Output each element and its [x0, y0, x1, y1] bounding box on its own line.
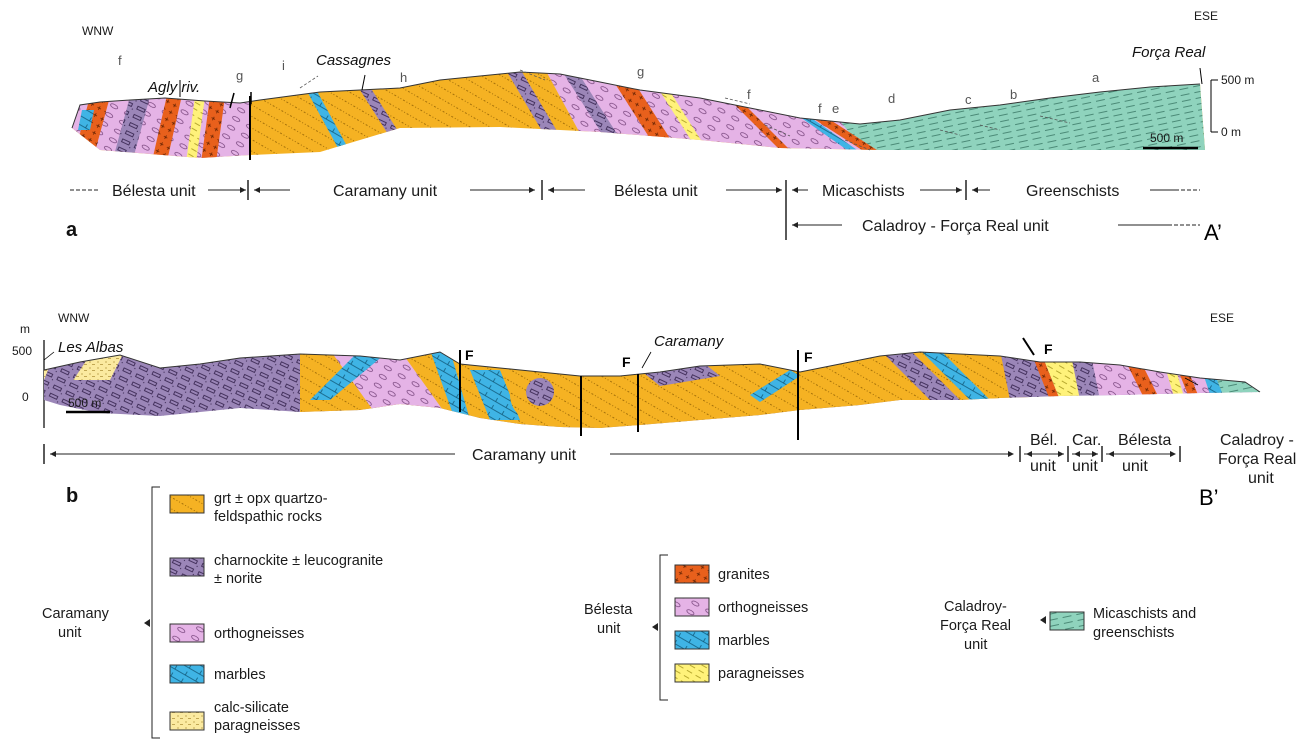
axis-unit-m: m	[20, 322, 30, 336]
legend-swatch-micaschist	[1049, 611, 1085, 631]
legend-swatch-orthogneiss	[169, 623, 205, 643]
legend-item-label: paragneisses	[214, 718, 300, 734]
direction-ese-a: ESE	[1194, 9, 1218, 23]
unit-car-short-2: unit	[1072, 458, 1098, 475]
legend-swatch-quartzofeldspathic	[169, 494, 205, 514]
place-forca-real: Força Real	[1132, 44, 1206, 61]
axis-500: 500	[12, 344, 32, 358]
legend-caramany-title: Caramany	[42, 606, 110, 622]
legend-item-label: grt ± opx quartzo-	[214, 491, 328, 507]
section-b: WNW ESE m 500 0	[12, 311, 1296, 510]
unit-car-short: Car.	[1072, 432, 1101, 449]
legend: Caramany unit grt ± opx quartzo- feldspa…	[42, 486, 1196, 739]
legend-item-label: greenschists	[1093, 625, 1174, 641]
direction-wnw-a: WNW	[82, 24, 114, 38]
legend-caladroy-title-3: unit	[964, 637, 987, 653]
legend-belesta-title: Bélesta	[584, 602, 633, 618]
legend-item-label: orthogneisses	[214, 626, 304, 642]
unit-letter: g	[236, 68, 243, 83]
unit-letter: f	[818, 101, 822, 116]
section-b-unit-row	[43, 444, 1181, 464]
scale-bar-a: 500 m	[1150, 131, 1183, 145]
legend-item-label: calc-silicate	[214, 700, 289, 716]
unit-caladroy-a: Caladroy - Força Real unit	[862, 218, 1049, 235]
unit-letter: h	[400, 70, 407, 85]
unit-letter: i	[282, 58, 285, 73]
arrowheads-a	[240, 187, 978, 228]
legend-swatch-paragneiss	[674, 663, 710, 683]
direction-ese-b: ESE	[1210, 311, 1234, 325]
place-cassagnes: Cassagnes	[316, 52, 392, 69]
legend-caladroy-title: Caladroy-	[944, 599, 1007, 615]
legend-swatch-marble-b	[674, 630, 710, 650]
legend-item-label: Micaschists and	[1093, 606, 1196, 622]
legend-swatch-orthogneiss-b	[674, 597, 710, 617]
legend-item-label: orthogneisses	[718, 600, 808, 616]
legend-swatch-marble	[169, 664, 205, 684]
legend-item-label: marbles	[214, 667, 266, 683]
scale-500m-elevation: 500 m	[1221, 73, 1254, 87]
legend-swatch-calc-silicate	[169, 711, 205, 731]
panel-label-a: a	[66, 219, 78, 241]
fault-label: F	[1044, 341, 1053, 357]
unit-bel-short: Bél.	[1030, 432, 1058, 449]
place-agly: Agly riv.	[147, 79, 200, 96]
unit-belesta-b: Bélesta	[1118, 432, 1171, 449]
scale-0m: 0 m	[1221, 125, 1241, 139]
legend-item-label: feldspathic rocks	[214, 509, 322, 525]
legend-item-label: paragneisses	[718, 666, 804, 682]
section-a-unit-row	[70, 180, 1200, 240]
fault-label: F	[622, 354, 631, 370]
unit-letter: f	[118, 53, 122, 68]
legend-caladroy-title-2: Força Real	[940, 618, 1011, 634]
unit-caladroy-b: Caladroy -	[1220, 432, 1294, 449]
section-end-a: A’	[1204, 220, 1222, 245]
direction-wnw-b: WNW	[58, 311, 90, 325]
unit-micaschists-a: Micaschists	[822, 183, 905, 200]
section-a: WNW ESE	[66, 9, 1254, 245]
legend-swatch-charnockite	[169, 557, 205, 577]
unit-bel-short-2: unit	[1030, 458, 1056, 475]
fault-label: F	[804, 349, 813, 365]
axis-0: 0	[22, 390, 29, 404]
unit-letter: b	[1010, 87, 1017, 102]
fault-label: F	[465, 347, 474, 363]
unit-letter: a	[1092, 70, 1100, 85]
legend-belesta-title-2: unit	[597, 621, 620, 637]
unit-letter: g	[637, 64, 644, 79]
unit-caladroy-b-3: unit	[1248, 470, 1274, 487]
legend-item-label: charnockite ± leucogranite	[214, 553, 383, 569]
unit-letter: f	[747, 87, 751, 102]
legend-item-label: granites	[718, 567, 770, 583]
unit-letter: d	[888, 91, 895, 106]
section-b-geology	[44, 352, 1260, 428]
unit-caramany-b: Caramany unit	[472, 447, 577, 464]
section-end-b: B’	[1199, 485, 1219, 510]
unit-belesta-b-2: unit	[1122, 458, 1148, 475]
scale-bar-b: 500 m	[68, 396, 101, 410]
place-les-albas: Les Albas	[58, 339, 124, 356]
panel-label-b: b	[66, 485, 78, 507]
unit-belesta-a1: Bélesta unit	[112, 183, 196, 200]
unit-belesta-a2: Bélesta unit	[614, 183, 698, 200]
legend-caramany-title-2: unit	[58, 625, 81, 641]
section-a-letters: f g i h g f f e d c b a	[118, 53, 1100, 116]
legend-swatch-granite	[674, 564, 710, 584]
unit-caramany-a: Caramany unit	[333, 183, 438, 200]
unit-letter: e	[832, 101, 839, 116]
place-caramany: Caramany	[654, 333, 725, 350]
unit-greenschists-a: Greenschists	[1026, 183, 1119, 200]
arrowheads-b	[50, 451, 1176, 457]
legend-item-label: ± norite	[214, 571, 262, 587]
unit-caladroy-b-2: Força Real	[1218, 451, 1296, 468]
unit-letter: c	[965, 92, 972, 107]
legend-item-label: marbles	[718, 633, 770, 649]
